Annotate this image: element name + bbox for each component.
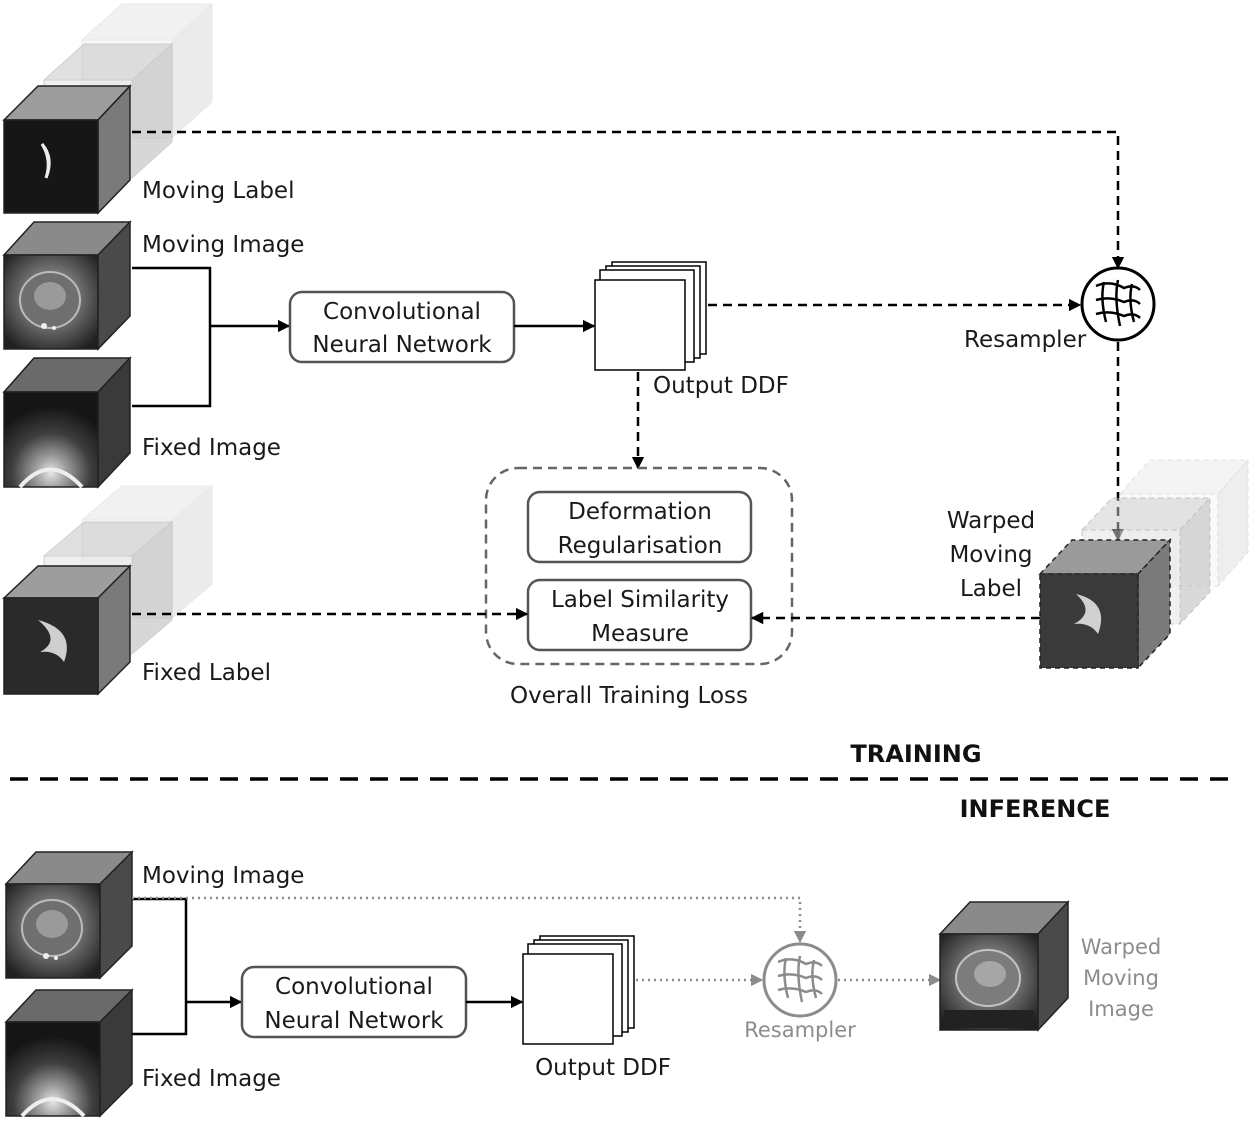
inference-fixed-image-text: Fixed Image [142,1066,281,1092]
inference-moving-image-text: Moving Image [142,863,304,889]
cnn-line1: Convolutional [323,299,481,325]
moving-image-text: Moving Image [142,232,304,258]
warped-label-line3: Label [960,576,1022,602]
moving-image-volume [2,220,132,351]
overall-training-loss-text: Overall Training Loss [510,683,748,709]
warped-moving-image-volume [938,900,1070,1032]
moving-label-text: Moving Label [142,178,294,204]
deformation-line2: Regularisation [558,533,723,559]
inference-output-ddf-text: Output DDF [535,1055,671,1081]
similarity-line2: Measure [591,621,689,647]
inference-image-to-resampler-arrow [132,896,807,944]
training-heading: TRAINING [850,740,981,768]
warped-image-line3: Image [1088,997,1154,1021]
warped-label-line1: Warped [947,508,1035,534]
deformation-line1: Deformation [568,499,712,525]
inference-heading: INFERENCE [960,795,1111,823]
similarity-line1: Label Similarity [551,587,729,613]
images-to-cnn-connector [132,266,291,408]
output-ddf-text: Output DDF [653,373,789,399]
inference-cnn-line2: Neural Network [264,1008,444,1034]
inference-resampler-icon [762,942,838,1018]
fixed-image-volume [2,356,132,489]
overall-training-loss-group: Deformation Regularisation Label Similar… [484,466,794,666]
inference-output-ddf-stack [522,935,635,1045]
fixed-label-text: Fixed Label [142,660,271,686]
inference-cnn-box: Convolutional Neural Network [240,965,468,1039]
resampler-text: Resampler [964,327,1087,353]
fixed-label-volume [2,484,214,696]
fixed-image-text: Fixed Image [142,435,281,461]
output-ddf-stack [594,261,707,371]
inference-images-to-cnn-connector [132,897,243,1036]
warped-image-line2: Moving [1083,966,1159,990]
deformation-regularisation-box [526,490,753,564]
inference-moving-image-volume [4,850,134,980]
inference-fixed-image-volume [4,988,134,1118]
warped-image-line1: Warped [1081,935,1162,959]
moving-label-volume [2,2,214,215]
warped-label-line2: Moving [949,542,1032,568]
warped-moving-label-volume [1038,458,1250,670]
resampler-icon [1080,266,1156,342]
inference-resampler-text: Resampler [744,1018,856,1042]
cnn-line2: Neural Network [312,332,492,358]
cnn-box: Convolutional Neural Network [288,290,516,364]
inference-cnn-line1: Convolutional [275,974,433,1000]
